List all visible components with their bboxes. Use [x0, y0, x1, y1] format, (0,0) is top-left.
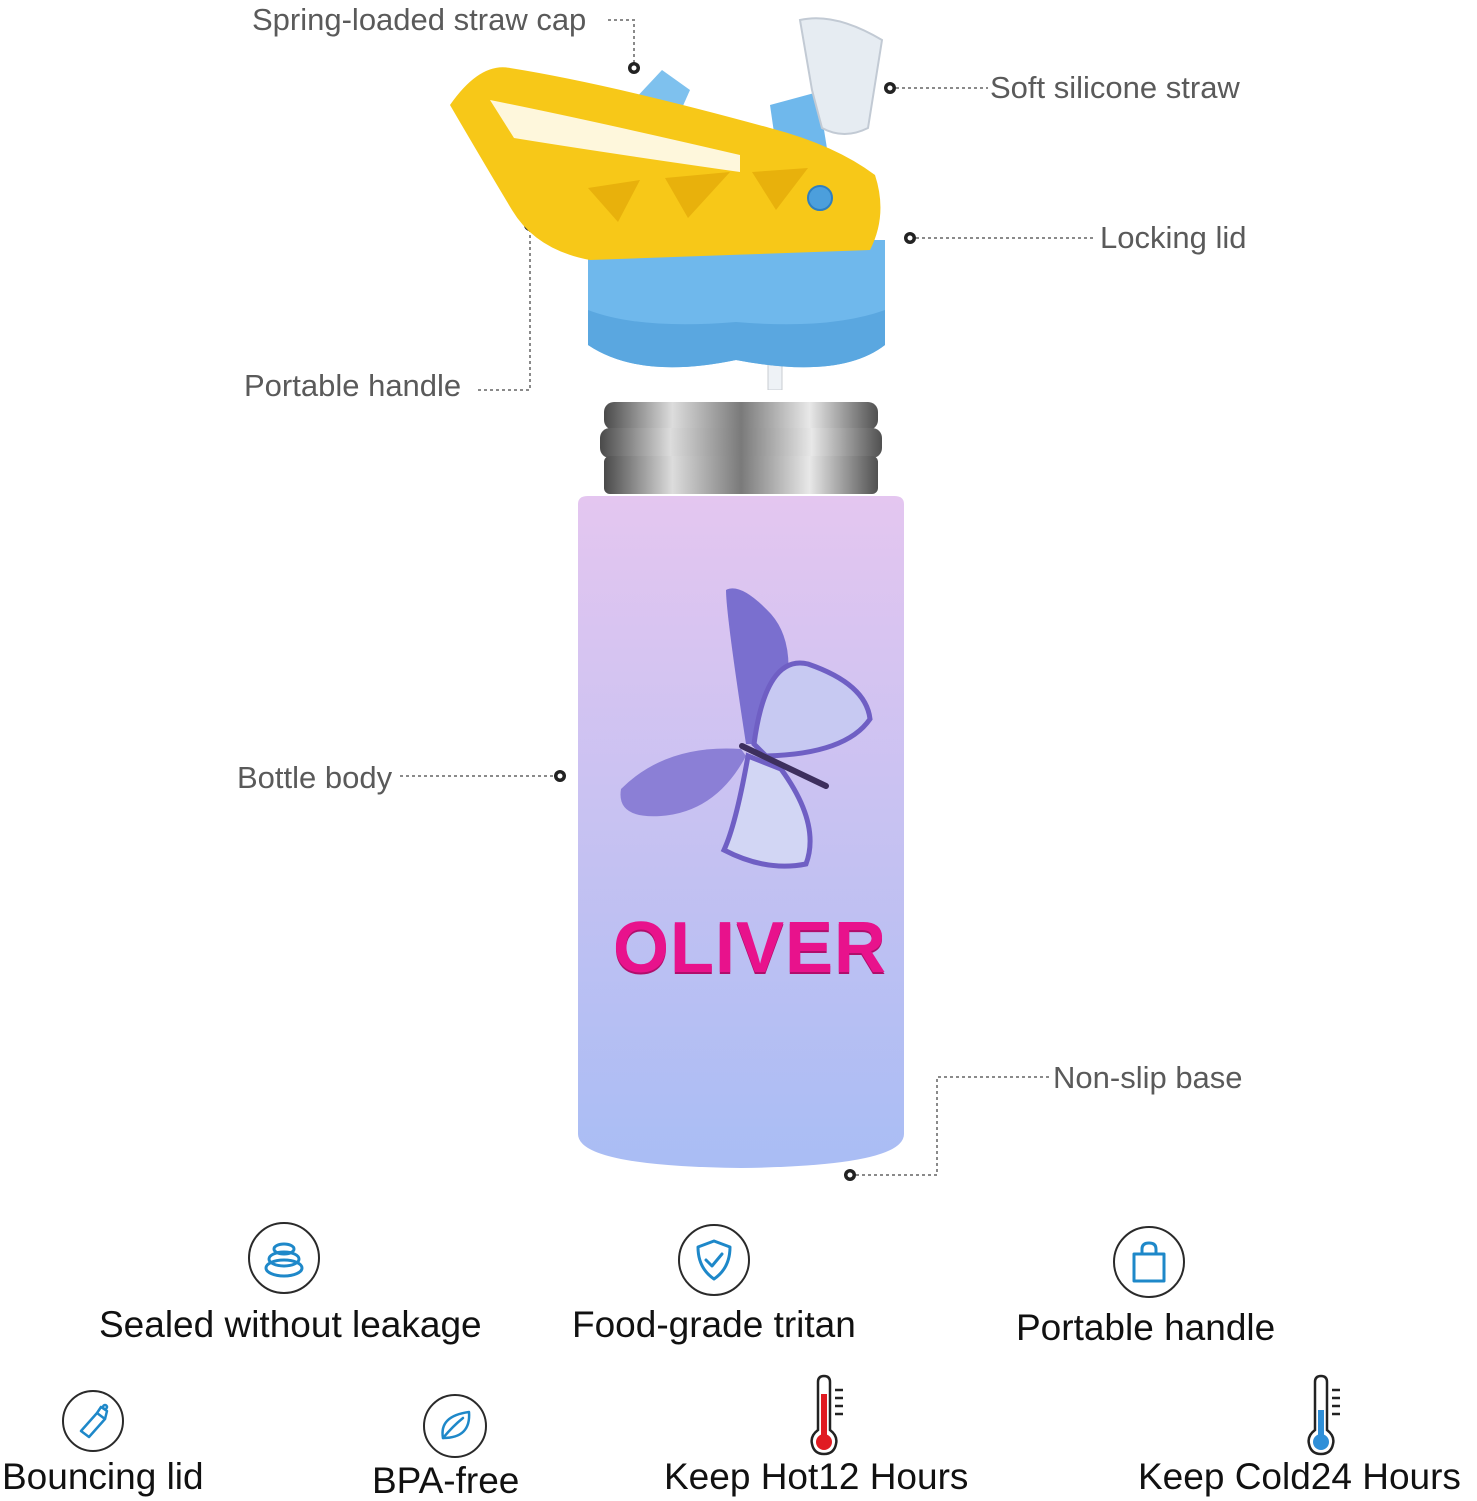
- feature-label-handle: Portable handle: [1016, 1307, 1276, 1348]
- callout-portable-handle: Portable handle: [244, 368, 462, 403]
- callout-non-slip-base: Non-slip base: [1053, 1060, 1243, 1095]
- callout-locking-lid: Locking lid: [1100, 220, 1247, 255]
- callout-spring-cap: Spring-loaded straw cap: [252, 2, 587, 37]
- bottle-body-illustration: [578, 496, 904, 1168]
- callout-silicone-straw: Soft silicone straw: [990, 70, 1240, 105]
- butterfly-graphic: [620, 588, 873, 869]
- shopping-bag-icon: [1113, 1226, 1185, 1298]
- bouncing-lid-icon: [62, 1390, 124, 1452]
- thermometer-hot-icon: [810, 1374, 843, 1456]
- bottle-lid-illustration: [450, 17, 885, 390]
- shield-check-icon: [678, 1224, 750, 1296]
- bottle-neck-illustration: [600, 402, 882, 494]
- leaf-icon: [423, 1394, 487, 1458]
- feature-label-bouncing-lid: Bouncing lid: [2, 1456, 204, 1497]
- feature-label-keep-hot: Keep Hot12 Hours: [664, 1456, 969, 1497]
- thermometer-cold-icon: [1307, 1374, 1340, 1456]
- feature-label-bpa-free: BPA-free: [372, 1460, 520, 1501]
- bottle-name-print: OLIVER: [612, 908, 888, 988]
- seal-rings-icon: [248, 1222, 320, 1294]
- callout-bottle-body: Bottle body: [237, 760, 393, 795]
- feature-label-tritan: Food-grade tritan: [572, 1304, 856, 1345]
- feature-label-sealed: Sealed without leakage: [99, 1304, 482, 1345]
- feature-label-keep-cold: Keep Cold24 Hours: [1138, 1456, 1461, 1497]
